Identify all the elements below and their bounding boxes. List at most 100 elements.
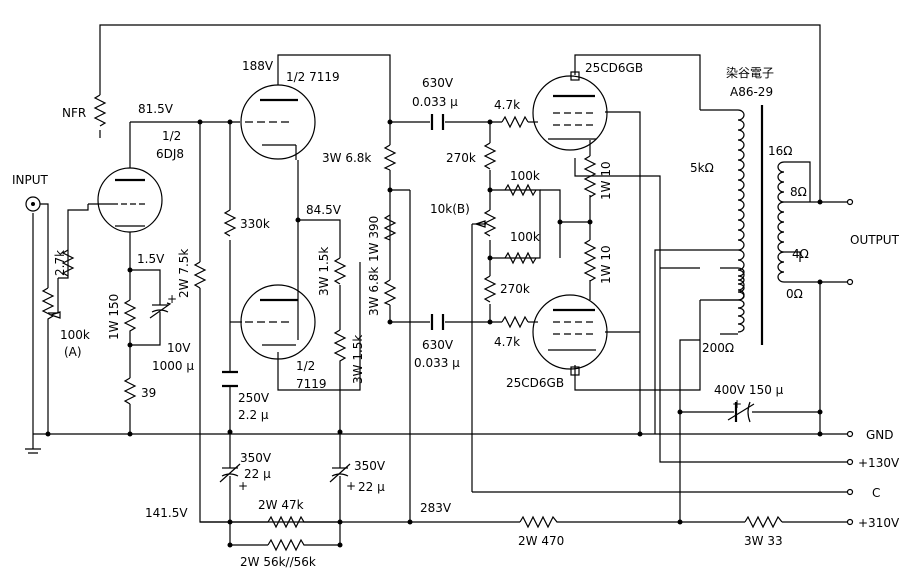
gnd-terminal[interactable]	[846, 430, 854, 438]
svg-text:+: +	[732, 397, 742, 411]
resistor-100k-b	[504, 251, 537, 265]
label-output: OUTPUT	[850, 233, 900, 247]
resistor-1w-10-b	[583, 239, 597, 282]
label-vol-a: 100k	[60, 328, 90, 342]
plus310-terminal[interactable]	[846, 518, 854, 526]
label-v1-5: 1.5V	[137, 252, 165, 266]
label-tube3-a: 1/2	[296, 359, 315, 373]
label-c-10v: 10V	[167, 341, 191, 355]
label-plus130: +130V	[858, 456, 900, 470]
terminals	[846, 198, 854, 526]
wires	[25, 24, 848, 546]
resistor-1w-10-a	[583, 155, 597, 198]
output-transformer-icon	[720, 105, 790, 345]
label-c-1000u: 1000 μ	[152, 359, 194, 373]
label-t-8: 8Ω	[790, 185, 807, 199]
svg-text:+: +	[167, 292, 177, 306]
resistor-33	[744, 515, 783, 529]
label-r-100k-a: 100k	[510, 169, 540, 183]
svg-text:+: +	[238, 479, 248, 493]
label-v141-5: 141.5V	[145, 506, 188, 520]
label-r-10kb: 10k(B)	[430, 202, 470, 216]
label-c-350v-a: 350V	[240, 451, 272, 465]
capacitor-22u-a-icon: +	[219, 458, 248, 493]
label-r-100k-b: 100k	[510, 230, 540, 244]
label-v81-5: 81.5V	[138, 102, 174, 116]
resistor-1-5k-b	[333, 329, 347, 370]
resistor-470	[519, 515, 560, 529]
label-c-400v: 400V 150 μ	[714, 383, 784, 397]
capacitor-coupling-b-icon	[430, 314, 445, 330]
label-r-10-b: 1W 10	[599, 245, 613, 284]
label-input: INPUT	[12, 173, 49, 187]
c-terminal[interactable]	[846, 488, 854, 496]
label-r-7-5k: 2W 7.5k	[177, 249, 191, 298]
label-r-1-5k-b: 3W 1.5k	[351, 335, 365, 384]
svg-text:+: +	[346, 479, 356, 493]
resistor-390	[383, 214, 397, 241]
tube-25cd6gb-bottom-icon	[532, 294, 608, 376]
label-r-150: 1W 150	[107, 294, 121, 340]
capacitor-22u-b-icon: +	[329, 458, 356, 493]
label-r-330k: 330k	[240, 217, 270, 231]
plus130-terminal[interactable]	[846, 458, 854, 466]
label-r-6-8k-b: 3W 6.8k	[367, 267, 381, 316]
label-c-2-2u: 2.2 μ	[238, 408, 269, 422]
tube-7119-top-icon	[240, 84, 316, 160]
tube-6dj8-icon	[97, 167, 163, 233]
label-c-350v-b: 350V	[354, 459, 386, 473]
label-c-033-b: 0.033 μ	[414, 356, 460, 370]
label-r-2-7k: 2.7k	[53, 250, 67, 276]
label-gnd: GND	[866, 428, 894, 442]
output-0ohm-terminal[interactable]	[846, 278, 854, 286]
label-model: A86-29	[730, 85, 773, 99]
label-tube2: 1/2 7119	[286, 70, 340, 84]
label-t-16: 16Ω	[768, 144, 792, 158]
resistor-56k	[267, 538, 305, 552]
label-c-630v-b: 630V	[422, 338, 454, 352]
label-t-0: 0Ω	[786, 287, 803, 301]
label-nfr: NFR	[62, 106, 86, 120]
label-c-033-a: 0.033 μ	[412, 95, 458, 109]
label-c-630v-a: 630V	[422, 76, 454, 90]
capacitor-coupling-a-icon	[430, 114, 445, 130]
label-tube1-a: 1/2	[162, 129, 181, 143]
output-8ohm-terminal[interactable]	[846, 198, 854, 206]
resistor-nfr	[93, 94, 107, 127]
label-r-470: 2W 470	[518, 534, 564, 548]
pot-10k-b-icon	[483, 209, 497, 237]
label-v84-5: 84.5V	[306, 203, 342, 217]
label-t-200: 200Ω	[702, 341, 734, 355]
resistor-1w-150	[123, 299, 137, 335]
label-tube4: 25CD6GB	[585, 61, 643, 75]
label-maker: 染谷電子	[726, 65, 774, 80]
resistor-7-5k	[193, 261, 207, 289]
label-r-270k-a: 270k	[446, 151, 476, 165]
label-r-10-a: 1W 10	[599, 161, 613, 200]
label-c-22u-a: 22 μ	[244, 467, 271, 481]
label-r-270k-b: 270k	[500, 282, 530, 296]
label-r-56k: 2W 56k//56k	[240, 555, 316, 569]
label-r-39: 39	[141, 386, 156, 400]
resistor-270k-b	[483, 275, 497, 303]
tube-7119-bottom-icon	[240, 284, 316, 360]
resistor-47k	[267, 515, 305, 529]
resistor-2-7k	[61, 249, 75, 277]
label-plus310: +310V	[858, 516, 900, 530]
capacitor-1000u-icon: +	[149, 290, 177, 330]
resistor-4-7k-b	[501, 315, 529, 329]
tube-25cd6gb-top-icon	[532, 71, 608, 151]
label-tube1-b: 6DJ8	[156, 147, 184, 161]
parts: +	[25, 71, 790, 552]
label-r-4-7k-b: 4.7k	[494, 335, 520, 349]
label-r-1-5k-a: 3W 1.5k	[317, 247, 331, 296]
label-c-22u-b: 22 μ	[358, 480, 385, 494]
label-r-47k: 2W 47k	[258, 498, 304, 512]
label-c-250v: 250V	[238, 391, 270, 405]
resistor-6-8k-b	[383, 279, 397, 306]
resistor-270k-a	[483, 142, 497, 170]
capacitor-2-2u-icon	[222, 370, 238, 388]
resistor-6-8k-a	[383, 144, 397, 171]
label-tube3-b: 7119	[296, 377, 327, 391]
